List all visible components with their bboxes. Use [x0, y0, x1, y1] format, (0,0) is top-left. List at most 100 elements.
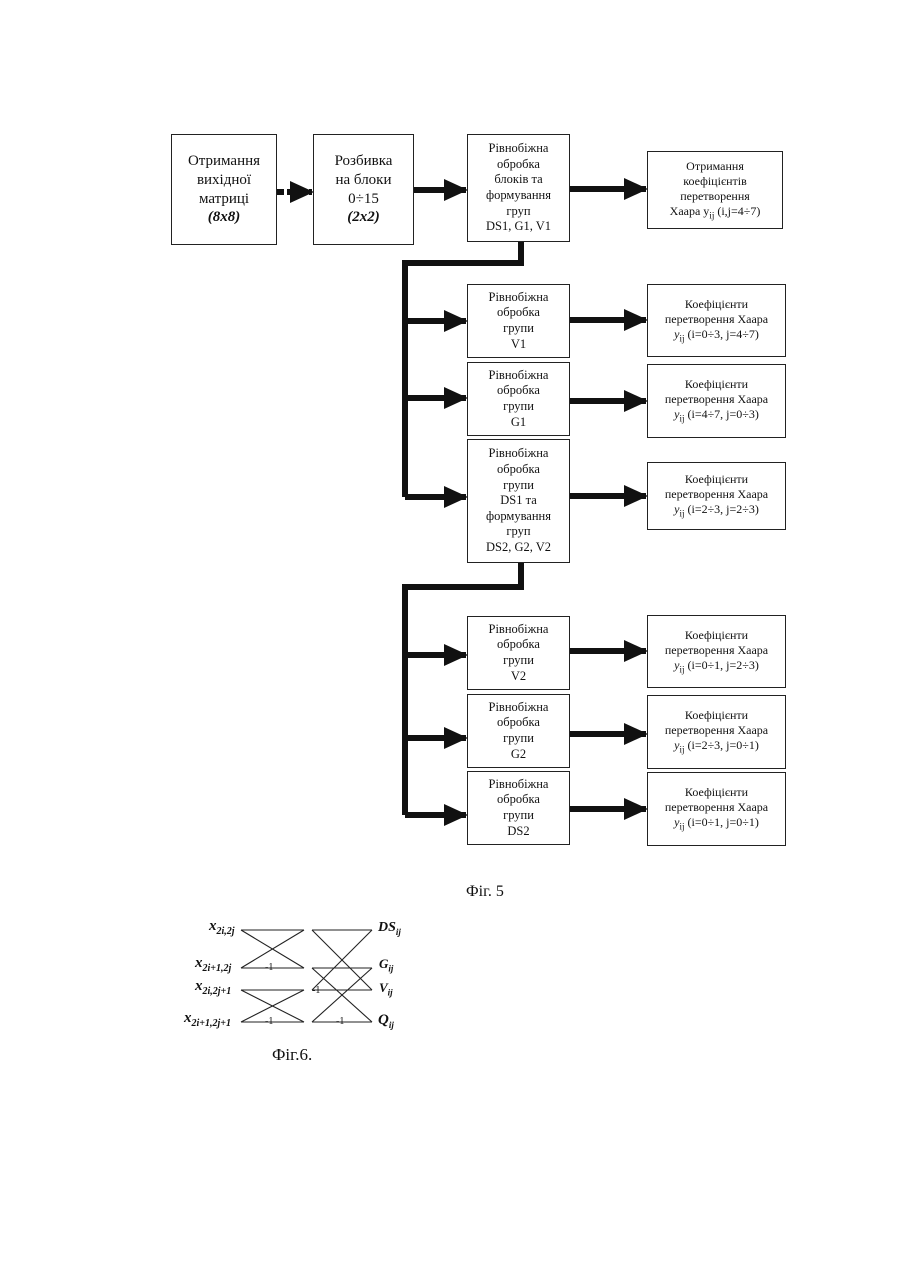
box-process-ds1: Рівнобіжна обробка групи DS1 та формуван… — [467, 439, 570, 563]
box-coef-g1-line2: перетворення Хаара — [665, 392, 768, 407]
box-parallel-blocks-line2: обробка — [497, 157, 540, 173]
box-split-blocks: Розбивка на блоки 0÷15 (2x2) — [313, 134, 414, 245]
box-parallel-blocks-line3: блоків та — [494, 172, 542, 188]
box-process-v2-line1: Рівнобіжна — [489, 622, 549, 638]
minus-one-label-3: -1 — [265, 1016, 273, 1027]
box-parallel-blocks-line1: Рівнобіжна — [489, 141, 549, 157]
box-coef-initial-line1: Отримання — [686, 159, 744, 174]
box-process-ds2-line4: DS2 — [507, 824, 529, 840]
box-coef-ds1: Коефіцієнти перетворення Хаара yij (i=2÷… — [647, 462, 786, 530]
box-process-v1-line3: групи — [503, 321, 534, 337]
box-parallel-blocks-line5: груп — [506, 204, 530, 220]
box-coef-initial-line3: перетворення — [680, 189, 750, 204]
box-coef-g2: Коефіцієнти перетворення Хаара yij (i=2÷… — [647, 695, 786, 769]
output-label-ds: DSij — [378, 920, 401, 937]
output-label-g-sub: ij — [388, 964, 393, 974]
coef-v1-range: (i=0÷3, j=4÷7) — [684, 327, 758, 341]
box-process-ds2-line3: групи — [503, 808, 534, 824]
figure-6-caption: Фіг.6. — [272, 1045, 312, 1065]
box-process-ds1-line5: формування — [486, 509, 551, 525]
box-coef-v1-line2: перетворення Хаара — [665, 312, 768, 327]
box-process-v2: Рівнобіжна обробка групи V2 — [467, 616, 570, 690]
output-label-q-base: Q — [378, 1012, 389, 1028]
output-label-ds-base: DS — [378, 920, 396, 935]
box-process-g2: Рівнобіжна обробка групи G2 — [467, 694, 570, 768]
output-label-v-base: V — [379, 980, 388, 995]
input-label-1-base: x — [209, 918, 217, 934]
box-initial-matrix-line3: матриці — [199, 190, 249, 209]
box-process-v1-line1: Рівнобіжна — [489, 290, 549, 306]
input-label-2-sub: 2i+1,2j — [203, 963, 232, 974]
box-process-ds1-line3: групи — [503, 478, 534, 494]
box-process-g1: Рівнобіжна обробка групи G1 — [467, 362, 570, 436]
box-coef-ds1-line3: yij (i=2÷3, j=2÷3) — [674, 502, 759, 520]
box-process-g2-line2: обробка — [497, 715, 540, 731]
box-initial-matrix-line1: Отримання — [188, 152, 260, 171]
box-coef-ds2-line3: yij (i=0÷1, j=0÷1) — [674, 815, 759, 833]
box-initial-matrix: Отримання вихідної матриці (8x8) — [171, 134, 277, 245]
figure-5-caption: Фіг. 5 — [466, 883, 504, 901]
coef-ds2-range: (i=0÷1, j=0÷1) — [684, 815, 758, 829]
box-coef-g2-line3: yij (i=2÷3, j=0÷1) — [674, 738, 759, 756]
box-coef-v2-line1: Коефіцієнти — [685, 628, 748, 643]
minus-one-label-4: -1 — [336, 1016, 344, 1027]
box-process-g2-line3: групи — [503, 731, 534, 747]
coef0-text-a: Хаара y — [670, 204, 710, 218]
input-label-4-sub: 2i+1,2j+1 — [192, 1018, 231, 1029]
box-coef-ds2-line1: Коефіцієнти — [685, 785, 748, 800]
input-label-1: x2i,2j — [209, 918, 235, 937]
box-parallel-blocks-line6: DS1, G1, V1 — [486, 219, 551, 235]
box-coef-initial-line2: коефіцієнтів — [683, 174, 747, 189]
box-process-v1-line4: V1 — [511, 337, 526, 353]
box-process-ds2-line2: обробка — [497, 792, 540, 808]
box-coef-v1: Коефіцієнти перетворення Хаара yij (i=0÷… — [647, 284, 786, 357]
coef-v2-range: (i=0÷1, j=2÷3) — [684, 658, 758, 672]
box-coef-g1-line1: Коефіцієнти — [685, 377, 748, 392]
output-label-g: Gij — [379, 956, 393, 974]
box-process-ds1-line7: DS2, G2, V2 — [486, 540, 551, 556]
output-label-ds-sub: ij — [396, 927, 401, 937]
box-process-v1: Рівнобіжна обробка групи V1 — [467, 284, 570, 358]
box-process-v2-line4: V2 — [511, 669, 526, 685]
box-coef-ds2-line2: перетворення Хаара — [665, 800, 768, 815]
box-process-ds1-line6: груп — [506, 524, 530, 540]
box-process-g1-line1: Рівнобіжна — [489, 368, 549, 384]
box-coef-ds2: Коефіцієнти перетворення Хаара yij (i=0÷… — [647, 772, 786, 846]
minus-one-label-2: -1 — [312, 985, 320, 996]
box-coef-g1-line3: yij (i=4÷7, j=0÷3) — [674, 407, 759, 425]
box-coef-ds1-line2: перетворення Хаара — [665, 487, 768, 502]
box-parallel-blocks: Рівнобіжна обробка блоків та формування … — [467, 134, 570, 242]
box-process-ds1-line2: обробка — [497, 462, 540, 478]
coef-g1-range: (i=4÷7, j=0÷3) — [684, 407, 758, 421]
box-coef-initial-line4: Хаара yij (i,j=4÷7) — [670, 204, 761, 222]
box-coef-g1: Коефіцієнти перетворення Хаара yij (i=4÷… — [647, 364, 786, 438]
box-initial-matrix-line2: вихідної — [197, 171, 251, 190]
box-process-g2-line4: G2 — [511, 747, 526, 763]
coef-ds1-range: (i=2÷3, j=2÷3) — [684, 502, 758, 516]
box-process-v2-line2: обробка — [497, 637, 540, 653]
output-label-q-sub: ij — [389, 1020, 394, 1030]
box-process-g1-line4: G1 — [511, 415, 526, 431]
input-label-4: x2i+1,2j+1 — [184, 1010, 231, 1029]
box-split-blocks-line2: на блоки — [336, 171, 392, 190]
minus-one-label-1: -1 — [265, 962, 273, 973]
input-label-2-base: x — [195, 955, 203, 971]
box-process-ds2: Рівнобіжна обробка групи DS2 — [467, 771, 570, 845]
output-label-q: Qij — [378, 1012, 394, 1030]
butterfly-graph — [241, 930, 372, 1022]
input-label-1-sub: 2i,2j — [217, 926, 235, 937]
box-process-ds1-line1: Рівнобіжна — [489, 446, 549, 462]
box-process-g1-line2: обробка — [497, 383, 540, 399]
input-label-3-sub: 2i,2j+1 — [203, 986, 232, 997]
input-label-2: x2i+1,2j — [195, 955, 231, 974]
output-label-v-sub: ij — [388, 988, 393, 998]
box-coef-v2: Коефіцієнти перетворення Хаара yij (i=0÷… — [647, 615, 786, 688]
box-process-g2-line1: Рівнобіжна — [489, 700, 549, 716]
input-label-3: x2i,2j+1 — [195, 978, 231, 997]
box-split-blocks-line1: Розбивка — [335, 152, 393, 171]
output-label-v: Vij — [379, 980, 393, 998]
box-coef-g2-line1: Коефіцієнти — [685, 708, 748, 723]
box-process-g1-line3: групи — [503, 399, 534, 415]
output-label-g-base: G — [379, 956, 388, 971]
input-label-4-base: x — [184, 1010, 192, 1026]
